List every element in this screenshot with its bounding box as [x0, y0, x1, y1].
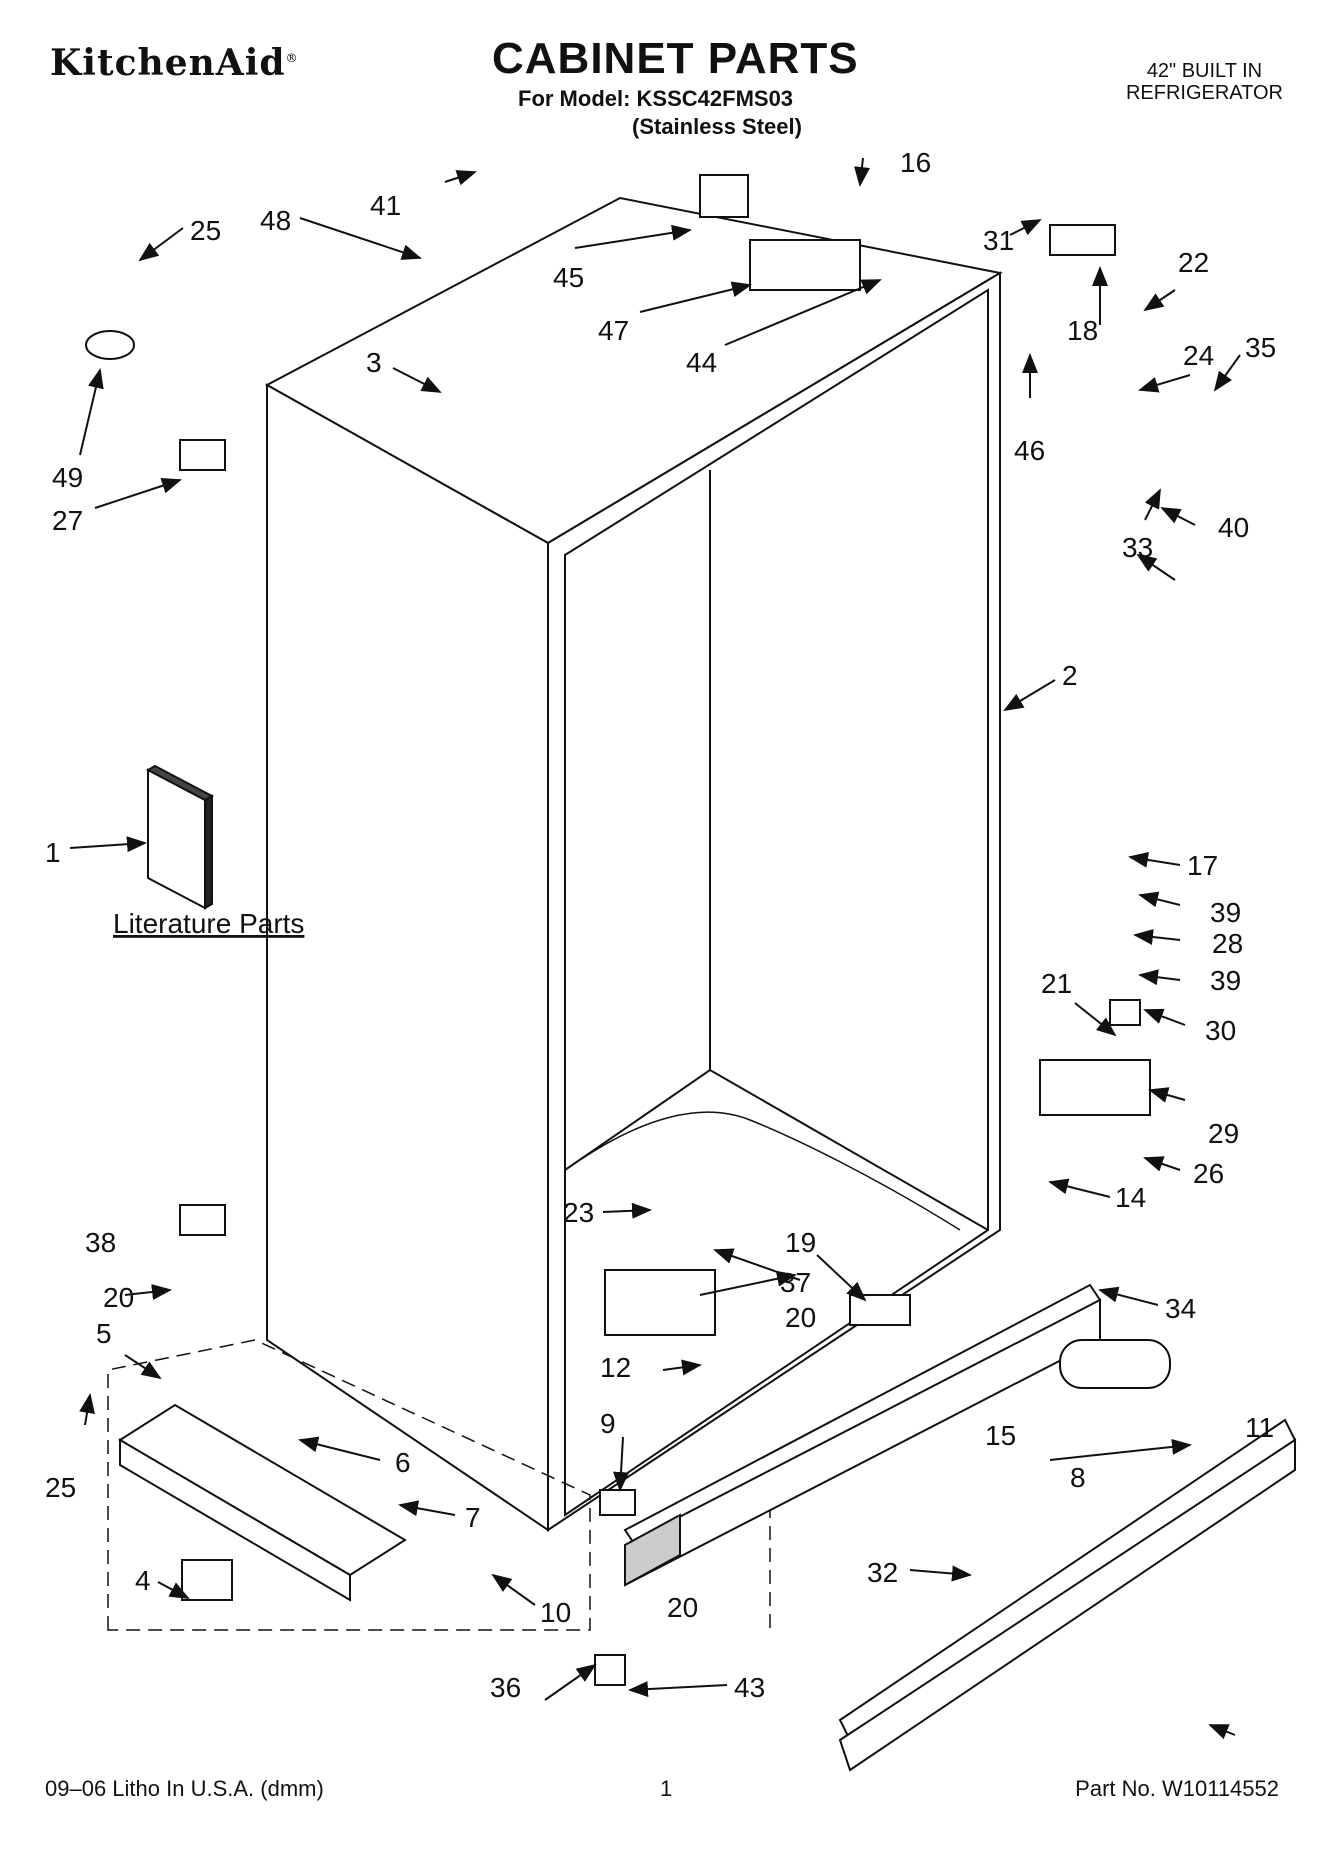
callout-39-upper: 39 [1210, 897, 1241, 928]
callout-26: 26 [1193, 1158, 1224, 1189]
callout-1: 1 [45, 837, 61, 868]
callout-20-left: 20 [103, 1282, 134, 1313]
callout-22: 22 [1178, 247, 1209, 278]
callout-20-bottom: 20 [667, 1592, 698, 1623]
callout-11: 11 [1245, 1412, 1274, 1443]
model-finish: (Stainless Steel) [632, 114, 802, 139]
part-19-shape [849, 1294, 911, 1326]
part-38-shape [179, 1204, 226, 1236]
callout-12: 12 [600, 1352, 631, 1383]
literature-parts-label: Literature Parts [113, 908, 304, 939]
callout-6: 6 [395, 1447, 411, 1478]
callout-7: 7 [465, 1502, 481, 1533]
callout-36: 36 [490, 1672, 521, 1703]
callout-15: 15 [985, 1420, 1016, 1451]
callout-39-lower: 39 [1210, 965, 1241, 996]
callout-8: 8 [1070, 1462, 1086, 1493]
callout-3: 3 [366, 347, 382, 378]
callout-9: 9 [600, 1408, 616, 1439]
callout-40: 40 [1218, 512, 1249, 543]
callout-45: 45 [553, 262, 584, 293]
footer-page-number: 1 [660, 1776, 673, 1801]
toe-grille [623, 1283, 1102, 1587]
footer-part-number: Part No. W10114552 [1075, 1776, 1279, 1801]
model-number: For Model: KSSC42FMS03 [518, 86, 794, 111]
part-21-shape [1109, 999, 1141, 1026]
callout-20-center: 20 [785, 1302, 816, 1333]
callout-5: 5 [96, 1318, 112, 1349]
callout-16: 16 [900, 147, 931, 178]
callout-31: 31 [983, 225, 1014, 256]
product-type: 42" BUILT IN REFRIGERATOR [1126, 60, 1283, 104]
small-parts [85, 174, 1171, 1686]
callout-25-bottom: 25 [45, 1472, 76, 1503]
callout-4: 4 [135, 1565, 151, 1596]
callout-37: 37 [780, 1267, 811, 1298]
callout-49: 49 [52, 462, 83, 493]
callout-21: 21 [1041, 968, 1072, 999]
callout-47: 47 [598, 315, 629, 346]
part-4-shape [181, 1559, 233, 1601]
callout-2: 2 [1062, 660, 1078, 691]
part-29-shape [1039, 1059, 1151, 1116]
part-12-shape [604, 1269, 716, 1336]
literature-booklet [145, 764, 215, 910]
callout-32: 32 [867, 1557, 898, 1588]
part-49-shape [85, 330, 135, 360]
callout-34: 34 [1165, 1293, 1196, 1324]
callout-48: 48 [260, 205, 291, 236]
callout-46: 46 [1014, 435, 1045, 466]
callout-14: 14 [1115, 1182, 1146, 1213]
callout-24: 24 [1183, 340, 1214, 371]
part-36-shape [594, 1654, 626, 1686]
callout-30: 30 [1205, 1015, 1236, 1046]
leader-lines [69, 157, 1241, 1740]
callout-33: 33 [1122, 532, 1153, 563]
base-frame [118, 1403, 407, 1602]
callout-10: 10 [540, 1597, 571, 1628]
registered-mark: ® [285, 51, 299, 65]
callout-28: 28 [1212, 928, 1243, 959]
part-47-shape [749, 239, 861, 291]
callout-23: 23 [563, 1197, 594, 1228]
part-9-shape [599, 1489, 636, 1516]
brand-logo: KitchenAid® [50, 42, 299, 84]
product-type-line1: 42" BUILT IN [1146, 60, 1263, 82]
callout-17: 17 [1187, 850, 1218, 881]
callout-25-top: 25 [190, 215, 221, 246]
part-27-shape [179, 439, 226, 471]
callout-labels: 1 2 3 4 5 6 7 8 9 10 11 12 14 15 16 17 1… [45, 147, 1276, 1703]
callout-38: 38 [85, 1227, 116, 1258]
callout-35: 35 [1245, 332, 1276, 363]
product-type-line2: REFRIGERATOR [1125, 82, 1283, 104]
kick-plate [838, 1418, 1297, 1772]
callout-43: 43 [734, 1672, 765, 1703]
callout-29: 29 [1208, 1118, 1239, 1149]
page-title: CABINET PARTS [492, 34, 859, 83]
footer-print-info: 09–06 Litho In U.S.A. (dmm) [45, 1776, 324, 1801]
part-15-shape [1059, 1339, 1171, 1389]
part-45-shape [699, 174, 749, 218]
callout-27: 27 [52, 505, 83, 536]
callout-41: 41 [370, 190, 401, 221]
callout-19: 19 [785, 1227, 816, 1258]
callout-18: 18 [1067, 315, 1098, 346]
part-18-shape [1049, 224, 1116, 256]
brand-name: KitchenAid [50, 42, 286, 84]
callout-44: 44 [686, 347, 717, 378]
